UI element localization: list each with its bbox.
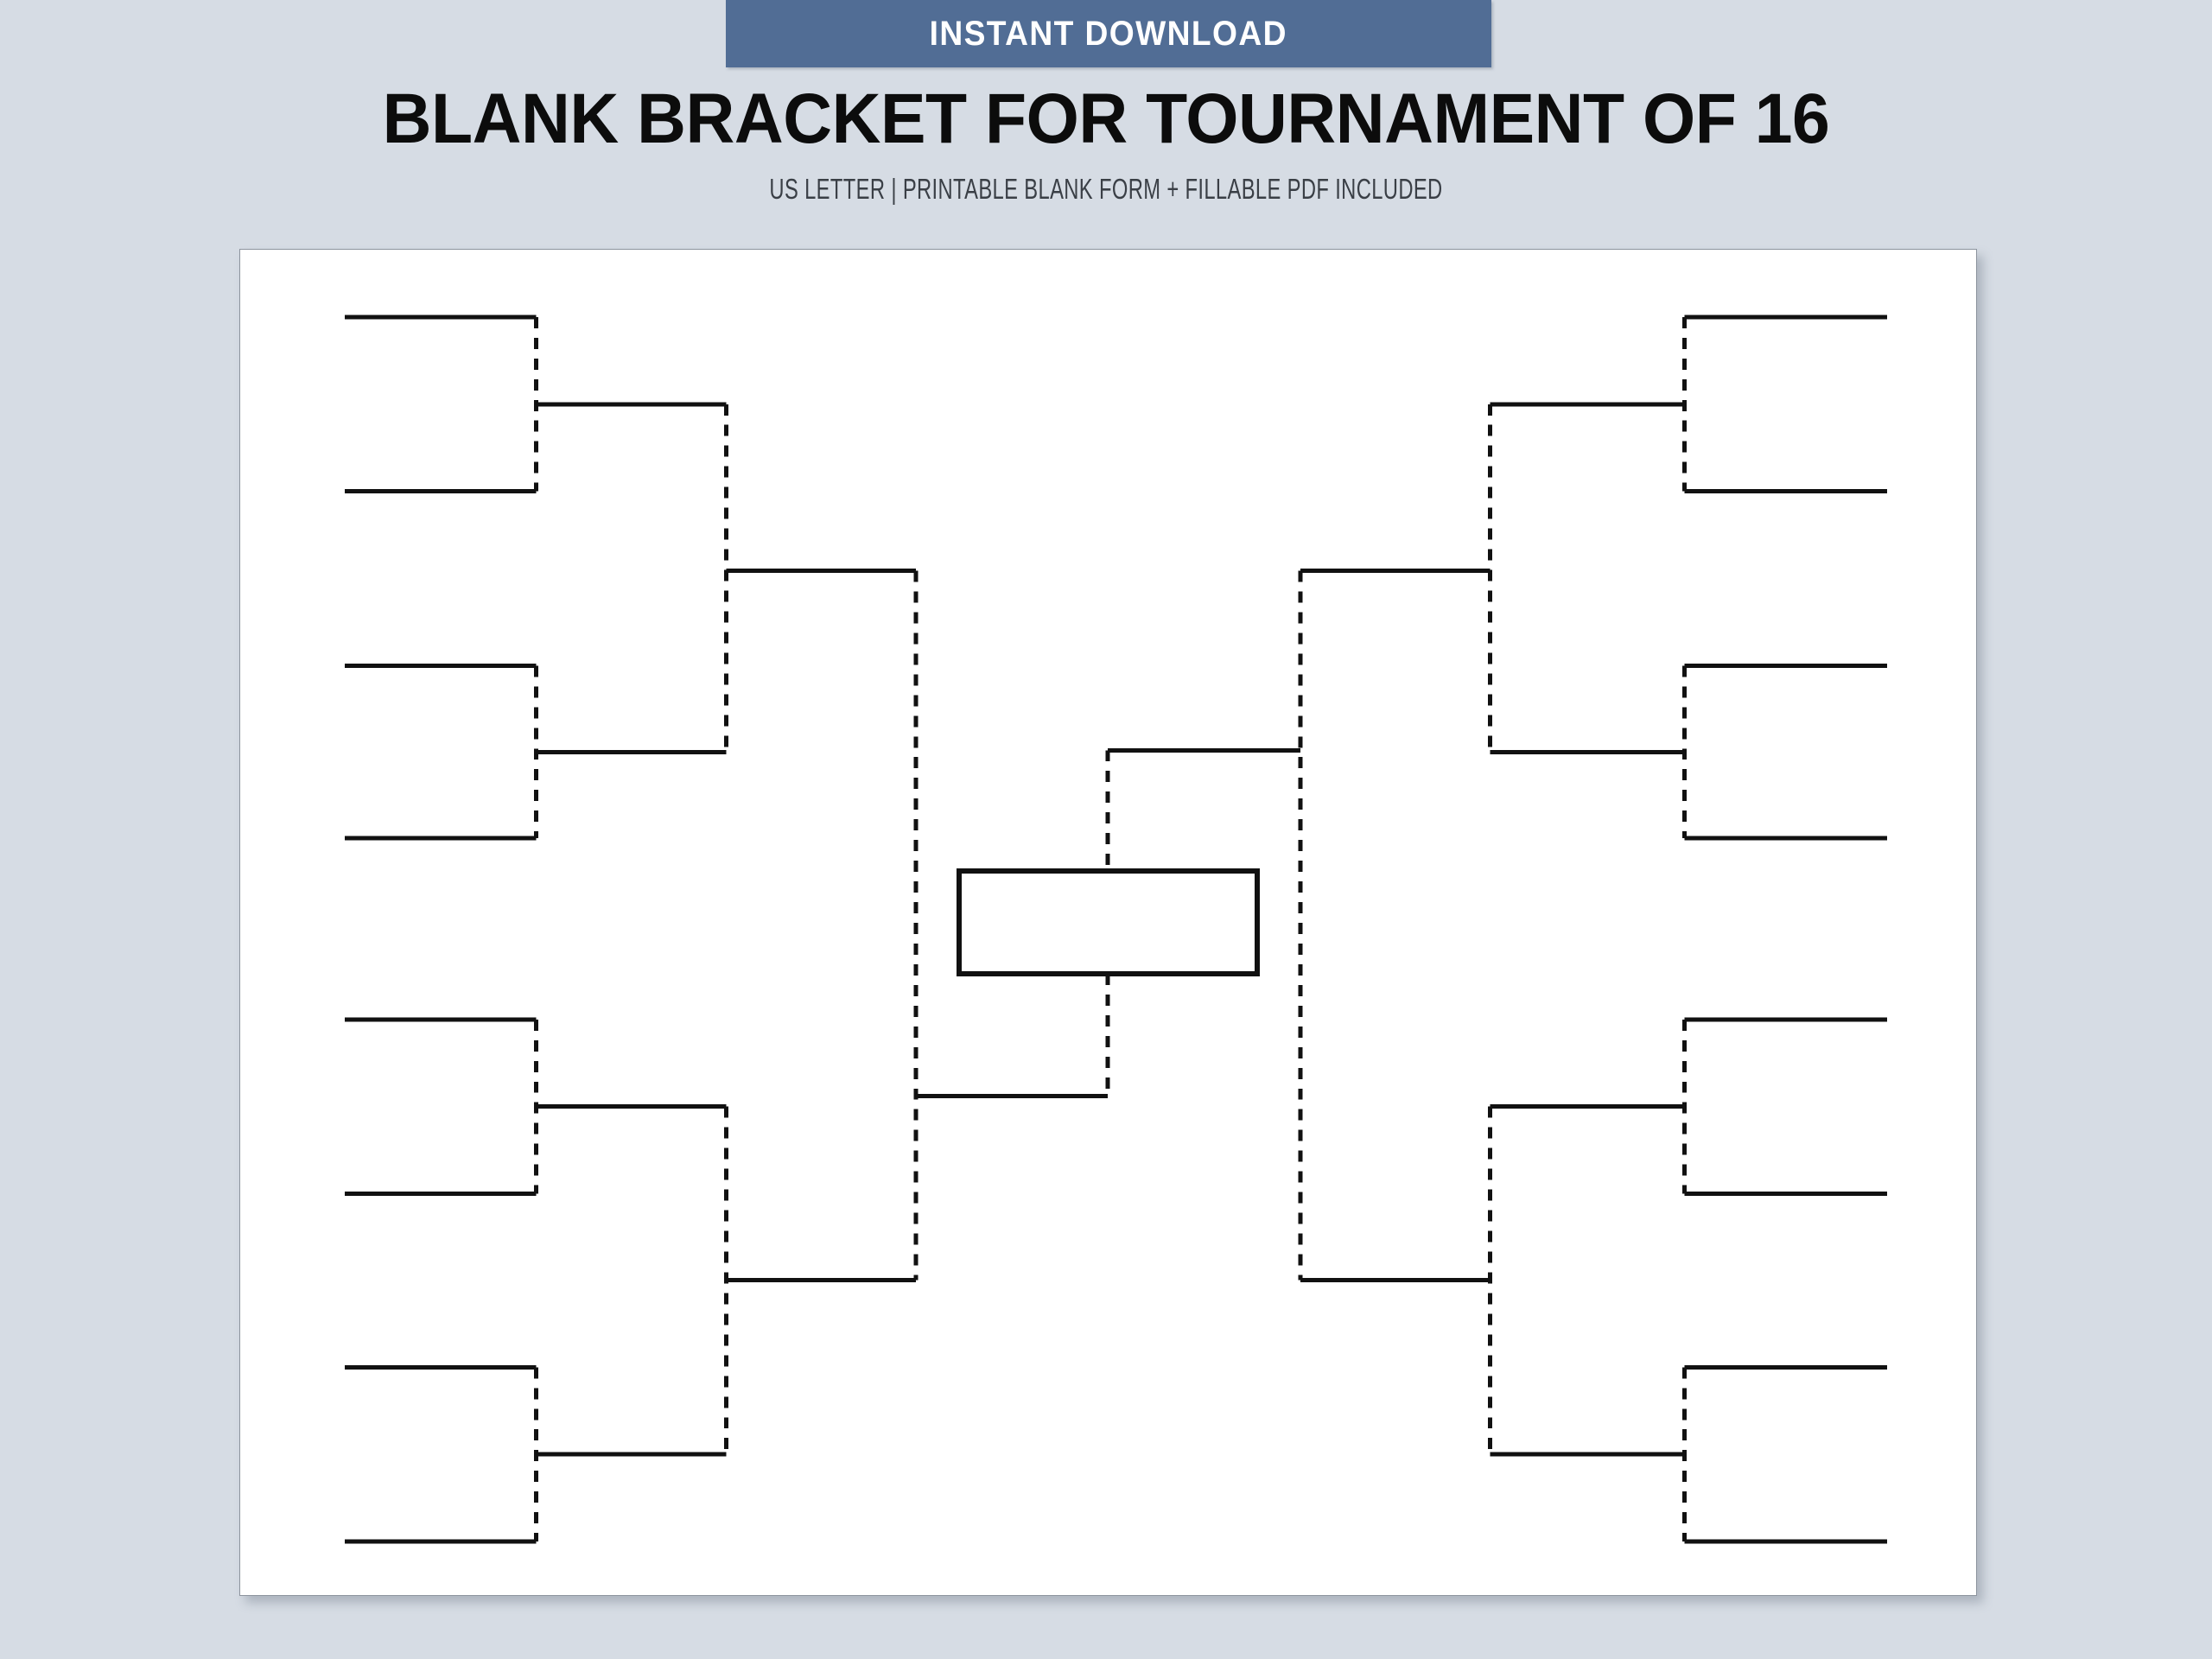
right-round1-slots <box>1684 315 1888 1544</box>
page-header: INSTANT DOWNLOAD BLANK BRACKET FOR TOURN… <box>0 0 2212 233</box>
right-round2-slots <box>1490 402 1685 1457</box>
left-round3-slots <box>726 569 917 1282</box>
page-title: BLANK BRACKET FOR TOURNAMENT OF 16 <box>382 79 1830 158</box>
instant-download-banner: INSTANT DOWNLOAD <box>726 0 1491 67</box>
right-round3-slots <box>1300 569 1491 1282</box>
bracket-sheet-wrapper <box>239 249 1977 1596</box>
page-subtitle: US LETTER | PRINTABLE BLANK FORM + FILLA… <box>769 173 1443 205</box>
instant-download-label: INSTANT DOWNLOAD <box>929 14 1288 53</box>
bracket-sheet <box>239 249 1977 1596</box>
tournament-bracket-diagram <box>344 315 1888 1544</box>
left-round2-slots <box>536 402 727 1457</box>
left-round1-slots <box>344 315 537 1544</box>
champion-box[interactable] <box>957 868 1260 976</box>
